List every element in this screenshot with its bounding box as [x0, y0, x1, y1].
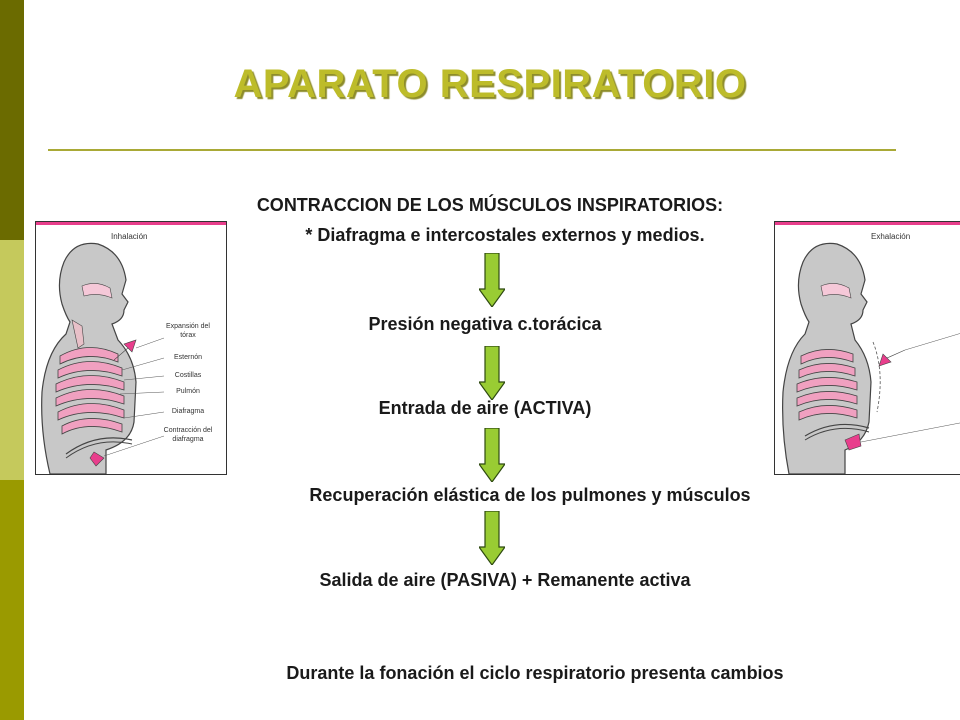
label-lung: Pulmón — [176, 388, 200, 395]
flow-arrow-3 — [479, 428, 505, 482]
exhalation-figure: Exhalación — [774, 221, 960, 475]
step-air-entry: Entrada de aire (ACTIVA) — [378, 398, 592, 418]
inhalation-torso-drawing — [41, 242, 165, 474]
sidebar-segment-dark — [0, 0, 24, 240]
figure-top-band — [36, 222, 226, 225]
sidebar-accent — [0, 0, 24, 720]
figure-top-band — [775, 222, 960, 225]
inhalation-figure: Inhalación Expansión del tórax Esternón … — [35, 221, 227, 475]
inhalation-title: Inhalación — [111, 232, 148, 241]
step-negative-pressure: Presión negativa c.torácica — [368, 314, 602, 334]
title-divider — [48, 149, 896, 151]
exhalation-torso-drawing — [782, 242, 960, 474]
muscles-text: * Diafragma e intercostales externos y m… — [305, 225, 705, 245]
label-thorax-expansion: Expansión del tórax — [166, 323, 210, 339]
exhalation-title: Exhalación — [871, 232, 911, 241]
step-elastic-recovery: Recuperación elástica de los pulmones y … — [309, 485, 751, 505]
flow-arrow-1 — [479, 253, 505, 307]
label-diaphragm-contraction: Contracción del diafragma — [163, 427, 213, 443]
flow-arrow-4 — [479, 511, 505, 565]
slide-title: APARATO RESPIRATORIO — [233, 62, 747, 106]
label-diaphragm: Diafragma — [171, 408, 205, 415]
flow-arrow-2 — [479, 346, 505, 400]
label-sternum: Esternón — [173, 354, 203, 361]
step-air-exit: Salida de aire (PASIVA) + Remanente acti… — [319, 570, 691, 590]
label-ribs: Costillas — [174, 372, 202, 379]
sidebar-segment-mid — [0, 480, 24, 720]
sidebar-segment-light — [0, 240, 24, 480]
heading-text: CONTRACCION DE LOS MÚSCULOS INSPIRATORIO… — [256, 195, 724, 215]
footer-note: Durante la fonación el ciclo respiratori… — [286, 663, 784, 683]
